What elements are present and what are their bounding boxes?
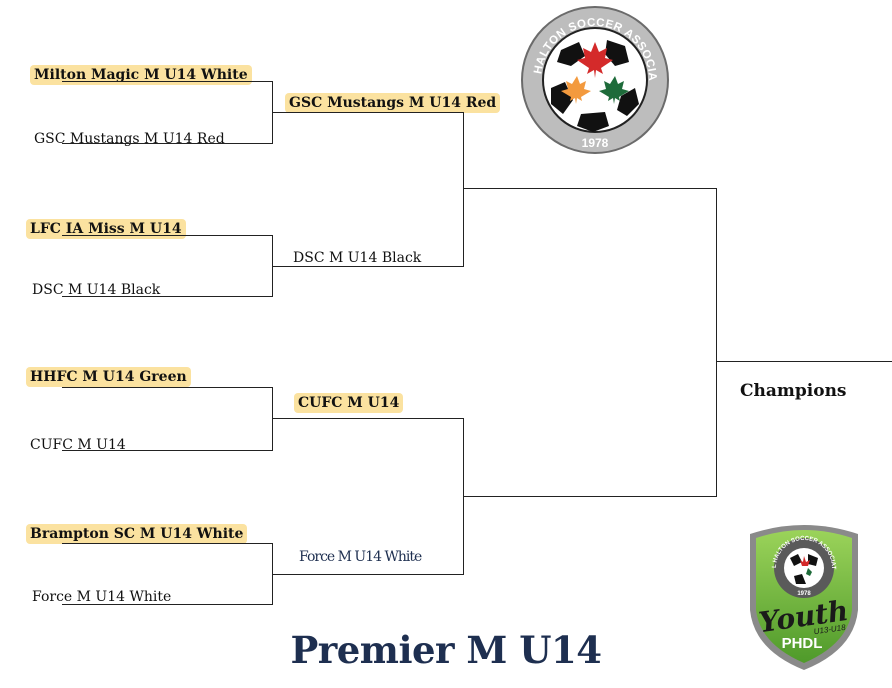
bracket-team-r2-3: CUFC M U14 [294,393,404,413]
champions-label: Champions [740,381,847,401]
bracket-line [62,604,273,605]
bracket-team-r1-7: Brampton SC M U14 White [26,524,248,544]
youth-logo-year: 1978 [797,591,811,597]
bracket-line [272,266,464,267]
bracket-team-r2-2: DSC M U14 Black [293,250,422,266]
bracket-line [272,574,464,575]
bracket-line [272,418,464,419]
bracket-line [62,235,273,236]
bracket-line [62,143,273,144]
bracket-line [62,296,273,297]
bracket-line [463,496,717,497]
bracket-line [62,450,273,451]
bracket-team-r1-8: Force M U14 White [32,589,172,605]
bracket-team-r2-4: Force M U14 White [299,549,422,565]
bracket-line [272,112,464,113]
youth-logo-age-range: U13-U18 [813,623,847,636]
champion-line [716,361,892,362]
bracket-line [62,81,273,82]
bracket-team-r1-4: DSC M U14 Black [32,282,161,298]
bracket-line [272,387,273,451]
page-title: Premier M U14 [290,628,602,672]
bracket-team-r1-5: HHFC M U14 Green [26,367,191,387]
youth-phdl-logo: PEEL HALTON SOCCER ASSOCIATION 1978 Yout… [746,520,858,670]
bracket-line [716,188,717,497]
bracket-line [62,387,273,388]
bracket-line [463,188,717,189]
bracket-team-r1-6: CUFC M U14 [30,437,126,453]
peel-halton-soccer-association-logo: PEEL HALTON SOCCER ASSOCIATION 1978 [521,4,669,154]
bracket-line [62,543,273,544]
bracket-team-r1-3: LFC IA Miss M U14 [26,219,186,239]
bracket-team-r1-1: Milton Magic M U14 White [30,65,252,85]
bracket-team-r2-1: GSC Mustangs M U14 Red [285,93,501,113]
bracket-line [463,112,464,267]
youth-logo-league: PHDL [782,635,823,652]
bracket-team-r1-2: GSC Mustangs M U14 Red [34,131,225,147]
psa-logo-year: 1978 [582,136,609,150]
